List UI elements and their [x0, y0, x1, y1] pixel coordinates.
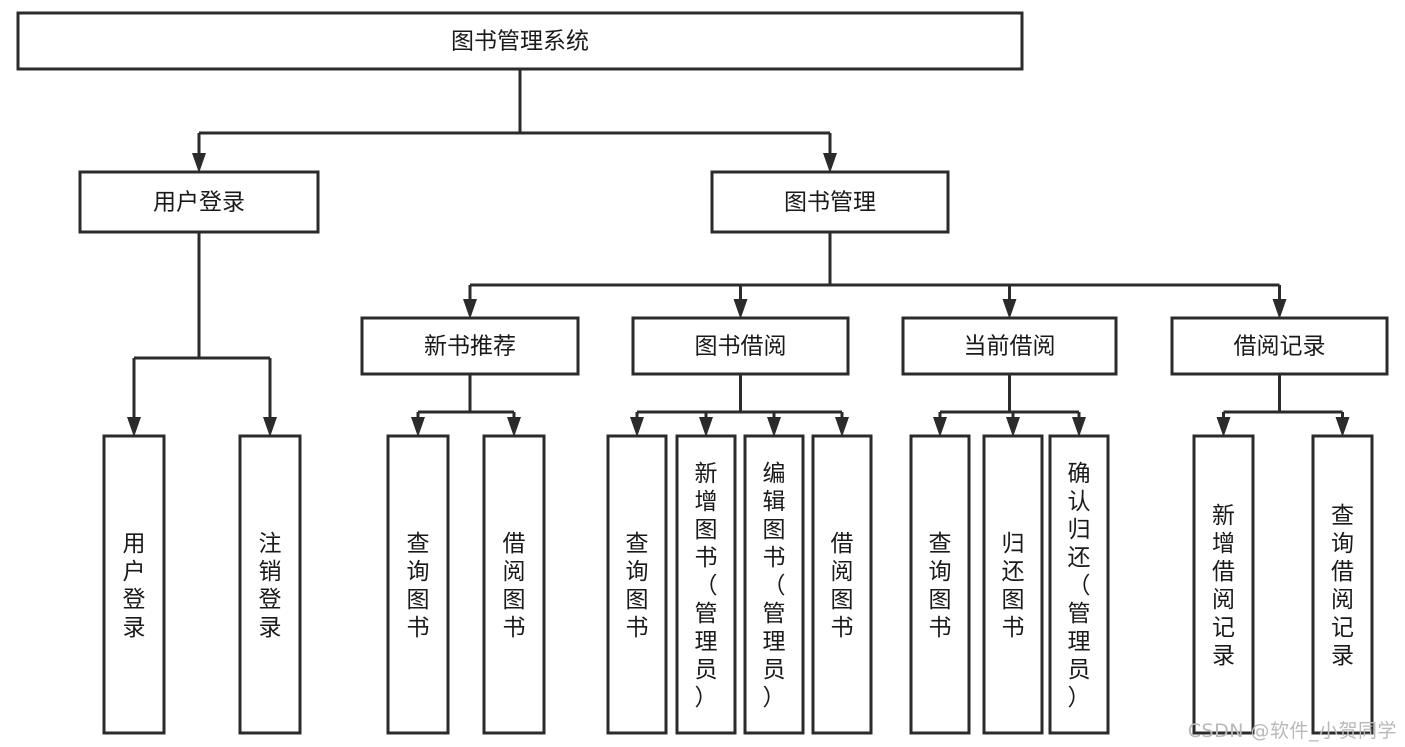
- node-label: 归还图书: [1002, 531, 1025, 641]
- node-leaf-user-logout[interactable]: 注销登录: [238, 434, 302, 735]
- node-new-book-rec[interactable]: 新书推荐: [360, 316, 580, 376]
- node-label: 查询图书: [929, 531, 952, 641]
- node-leaf-query-book-1[interactable]: 查询图书: [386, 434, 450, 735]
- node-label: 借阅图书: [831, 531, 854, 641]
- node-leaf-edit-book[interactable]: 编辑图书（管理员）: [743, 434, 805, 735]
- node-box: [743, 434, 805, 735]
- node-user-login[interactable]: 用户登录: [78, 170, 320, 234]
- node-label: 用户登录: [123, 531, 146, 641]
- node-box: [360, 316, 580, 376]
- node-box: [78, 170, 320, 234]
- node-box: [909, 434, 971, 735]
- node-label: 查询借阅记录: [1331, 503, 1354, 669]
- node-label: 编辑图书（管理员）: [763, 461, 786, 711]
- node-box: [1170, 316, 1389, 376]
- node-label: 新增借阅记录: [1212, 503, 1235, 669]
- node-box: [1192, 434, 1255, 735]
- node-leaf-borrow-book-2[interactable]: 借阅图书: [811, 434, 873, 735]
- node-box: [606, 434, 668, 735]
- node-box: [102, 434, 166, 735]
- node-leaf-query-book-3[interactable]: 查询图书: [909, 434, 971, 735]
- node-box: [811, 434, 873, 735]
- nodes-layer: 图书管理系统用户登录图书管理新书推荐图书借阅当前借阅借阅记录用户登录注销登录查询…: [16, 11, 1389, 735]
- node-label: 新书推荐: [424, 334, 516, 360]
- node-box: [631, 316, 850, 376]
- node-root[interactable]: 图书管理系统: [16, 11, 1024, 71]
- node-box: [901, 316, 1118, 376]
- node-borrow-record[interactable]: 借阅记录: [1170, 316, 1389, 376]
- node-leaf-add-record[interactable]: 新增借阅记录: [1192, 434, 1255, 735]
- node-book-manage[interactable]: 图书管理: [710, 170, 950, 234]
- node-box: [982, 434, 1044, 735]
- node-box: [675, 434, 737, 735]
- node-box: [238, 434, 302, 735]
- node-box: [1311, 434, 1374, 735]
- node-label: 查询图书: [626, 531, 649, 641]
- node-label: 新增图书（管理员）: [695, 461, 718, 711]
- node-label: 图书管理系统: [451, 29, 589, 55]
- node-leaf-add-book[interactable]: 新增图书（管理员）: [675, 434, 737, 735]
- node-box: [16, 11, 1024, 71]
- node-leaf-query-record[interactable]: 查询借阅记录: [1311, 434, 1374, 735]
- node-label: 借阅记录: [1234, 334, 1326, 360]
- node-box: [482, 434, 546, 735]
- connectors-layer: [127, 69, 1350, 437]
- node-leaf-confirm-return[interactable]: 确认归还（管理员）: [1048, 434, 1110, 735]
- node-leaf-query-book-2[interactable]: 查询图书: [606, 434, 668, 735]
- node-leaf-user-login[interactable]: 用户登录: [102, 434, 166, 735]
- node-label: 图书借阅: [695, 334, 787, 360]
- node-label: 当前借阅: [964, 334, 1056, 360]
- node-label: 注销登录: [259, 531, 282, 641]
- node-leaf-return-book[interactable]: 归还图书: [982, 434, 1044, 735]
- node-label: 用户登录: [153, 190, 245, 216]
- node-book-borrow[interactable]: 图书借阅: [631, 316, 850, 376]
- node-leaf-borrow-book-1[interactable]: 借阅图书: [482, 434, 546, 735]
- node-label: 确认归还（管理员）: [1068, 461, 1091, 711]
- node-label: 借阅图书: [503, 531, 526, 641]
- node-box: [1048, 434, 1110, 735]
- node-box: [710, 170, 950, 234]
- node-box: [386, 434, 450, 735]
- node-current-borrow[interactable]: 当前借阅: [901, 316, 1118, 376]
- node-label: 查询图书: [407, 531, 430, 641]
- node-label: 图书管理: [784, 190, 876, 216]
